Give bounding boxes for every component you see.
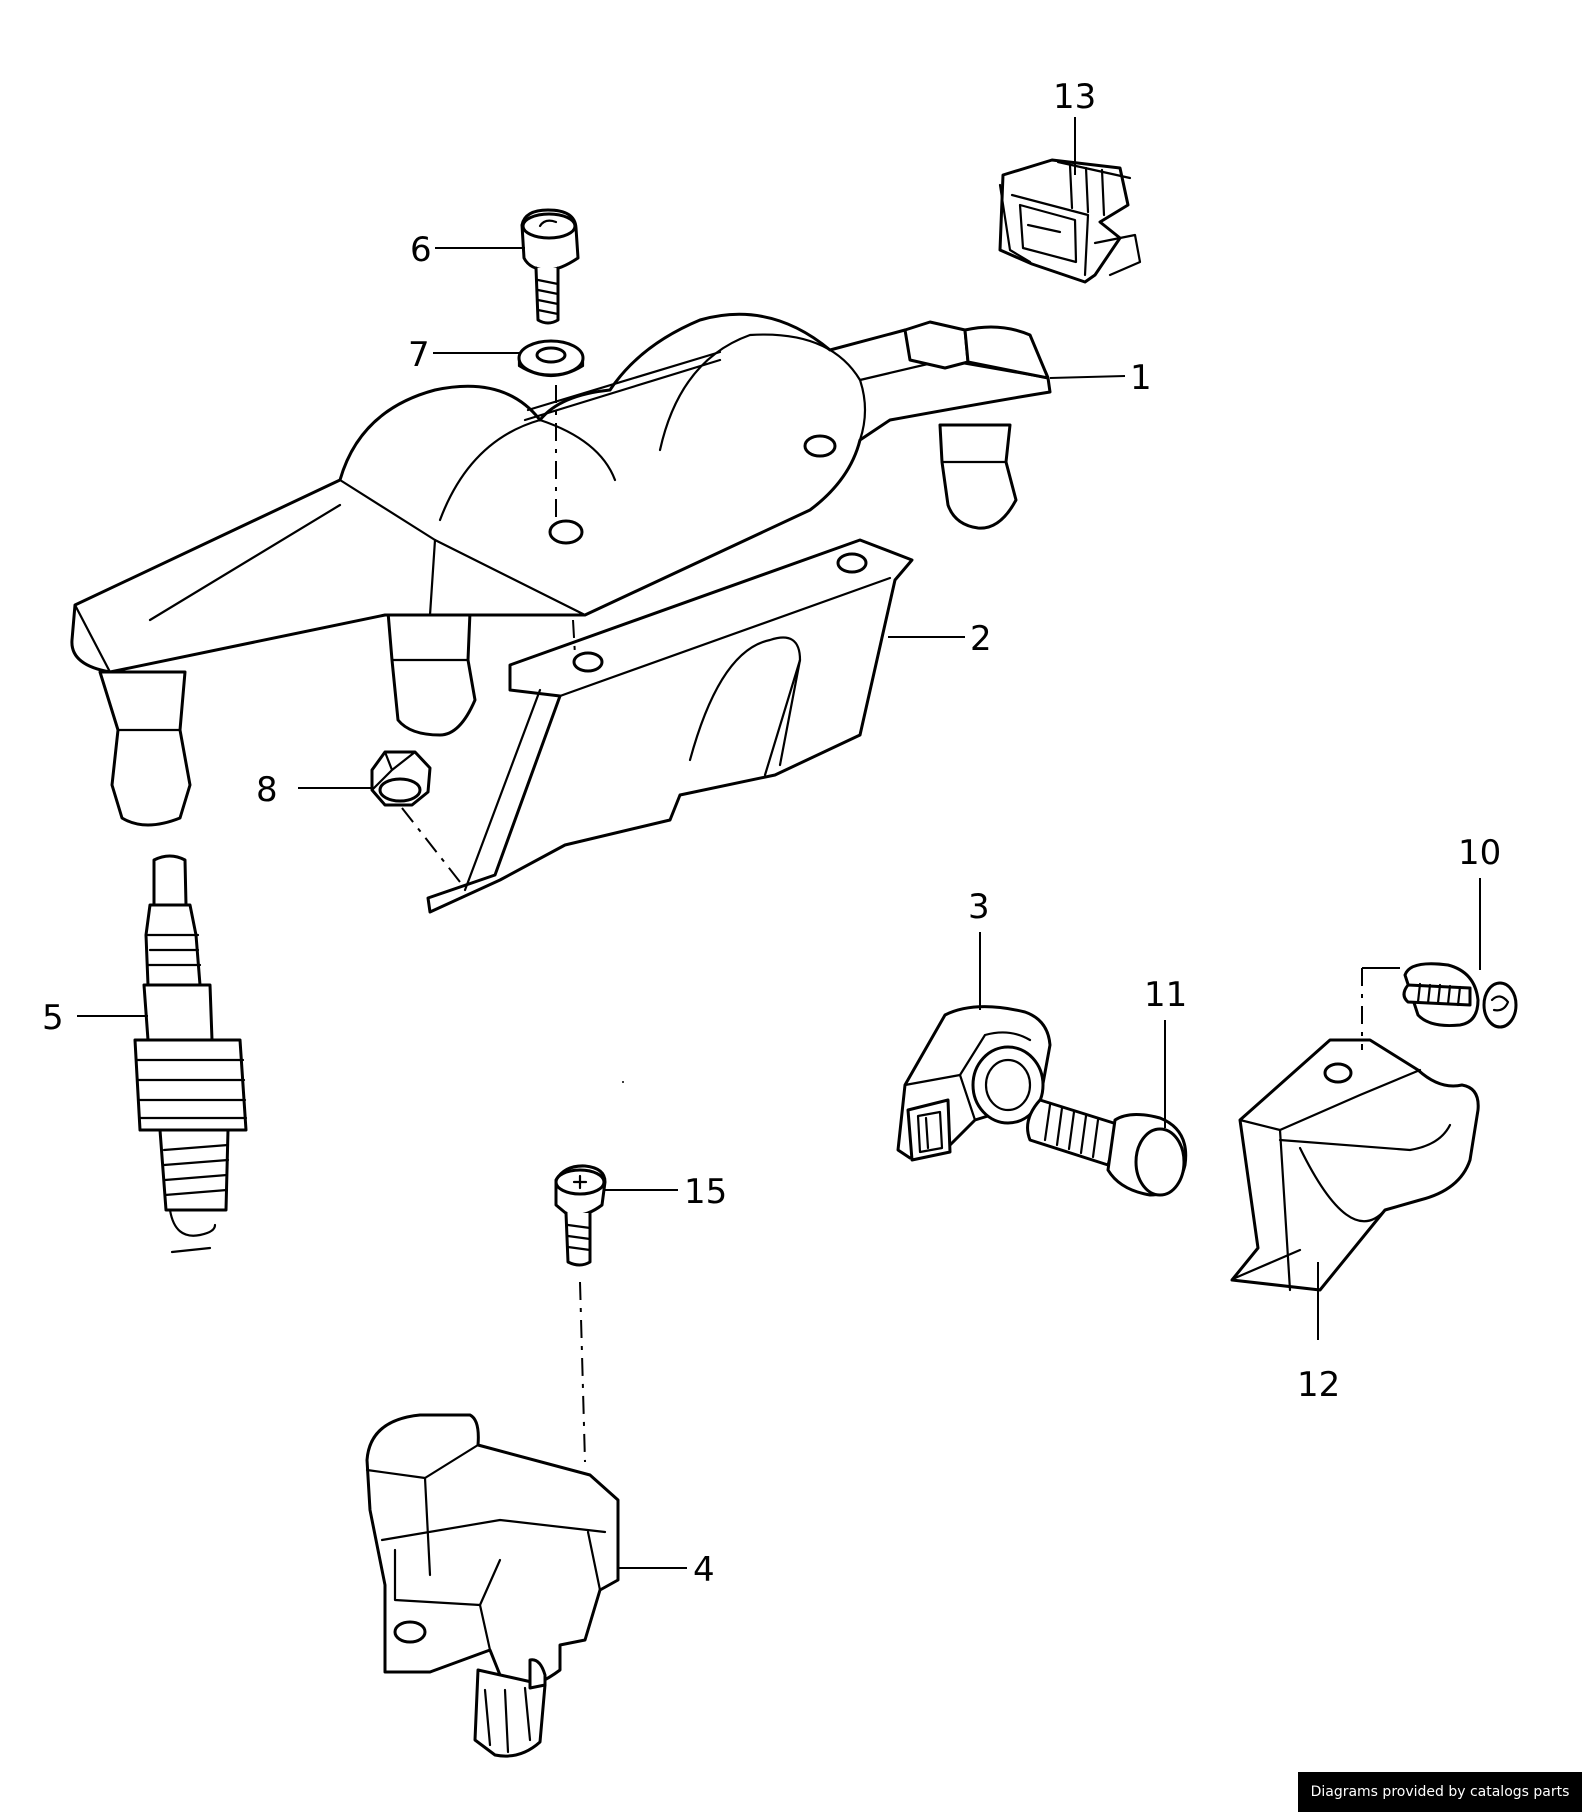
callout-7: 7 — [408, 335, 430, 375]
callout-4: 4 — [693, 1550, 715, 1590]
callout-13: 13 — [1053, 77, 1096, 117]
part-bolt-15 — [554, 1164, 607, 1267]
stray-dot — [622, 1081, 624, 1083]
callout-6: 6 — [410, 230, 432, 270]
callout-15: 15 — [684, 1172, 727, 1212]
coil-boot-left — [98, 670, 192, 827]
part-spark-plug — [133, 854, 248, 1254]
part-nut-8 — [370, 750, 432, 807]
coil-boot-right — [938, 423, 1018, 530]
part-knock-sensor — [896, 1005, 1052, 1162]
callout-5: 5 — [42, 998, 64, 1038]
leader-1 — [1049, 375, 1126, 379]
callout-1: 1 — [1130, 358, 1152, 398]
part-bolt-11 — [1026, 1098, 1188, 1197]
credit-footer: Diagrams provided by catalogs parts — [1298, 1772, 1582, 1812]
callout-labels: 1 2 3 4 5 6 7 8 10 11 12 13 15 — [42, 77, 1501, 1590]
part-connector — [998, 158, 1142, 284]
part-ignition-coil-pack — [70, 312, 1052, 827]
bracket-plate — [426, 538, 914, 914]
coil-boot-middle — [386, 610, 477, 737]
callout-8: 8 — [256, 770, 278, 810]
leader-lines — [77, 117, 1481, 1569]
callout-2: 2 — [970, 619, 992, 659]
callout-3: 3 — [968, 887, 990, 927]
part-washer-7 — [517, 339, 585, 377]
part-bolt-10 — [1402, 962, 1518, 1029]
assembly-lines — [401, 385, 1400, 1463]
coil-pack-body — [70, 312, 1052, 674]
callout-12: 12 — [1297, 1365, 1340, 1405]
callout-11: 11 — [1144, 975, 1187, 1015]
part-bracket — [426, 538, 914, 914]
part-sensor-bracket — [1230, 1038, 1480, 1292]
part-ignition-module — [365, 1413, 620, 1758]
part-bolt-6 — [520, 208, 580, 325]
callout-10: 10 — [1458, 833, 1501, 873]
